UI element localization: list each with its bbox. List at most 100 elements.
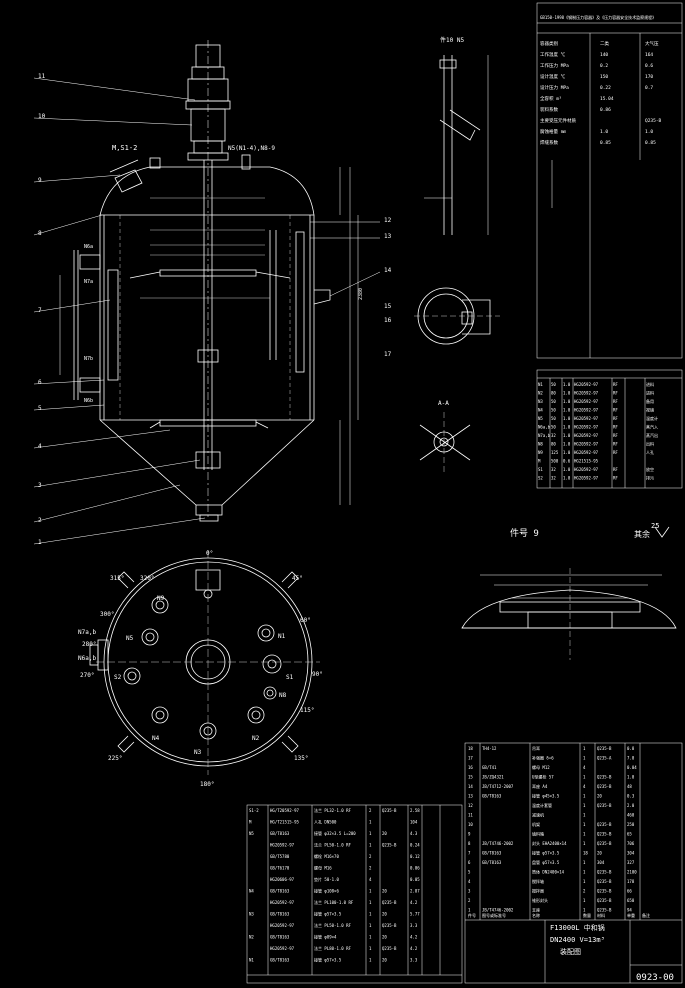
bom-left-cell: Q235-B [382,808,397,813]
bom-left-cell: GB/T6170 [270,866,290,871]
bom-right-cell: Q235-B [597,746,612,751]
bom-left-cell: 104 [410,820,418,825]
part-number-left: 6 [38,379,42,386]
plan-nozzle-label: N9 [157,595,165,602]
nozzle-table-cell: 出料 [646,441,654,447]
detail-a-a [419,412,471,475]
nozzle-table-cell: 50 [551,382,556,387]
plan-lugs [117,571,299,753]
plan-nozzle-label: N8 [279,692,287,699]
nozzle-table-cell: 50 [551,416,556,421]
bom-left-cell: N5 [249,831,254,836]
spec-cell: 170 [645,74,653,80]
bom-right-cell: 66 [627,889,632,894]
bom-right-cell: 2100 [627,870,637,875]
drawing-number: 0923-00 [636,973,674,983]
nozzle-table-cell: N7a,b [538,433,551,438]
bom-right-cell: 178 [627,879,635,884]
bom-right-cell: 12 [468,803,473,808]
nozzle-table-cell: 125 [551,450,559,455]
nozzle-table-cell: HG20592-97 [574,450,599,455]
nozzle-table-cell: HG20592-97 [574,391,599,396]
spec-cell: 二类 [600,40,609,47]
bom-right-cell: Q235-A [597,756,612,761]
plan-nozzle-label: N5 [126,635,134,642]
bom-left-cell: 1 [369,820,372,825]
nozzle-table-cell: N9 [538,450,543,455]
bom-left-cell: 20 [382,912,387,917]
spec-cell: Q235-B [645,118,662,124]
nozzle-table-cell: 1.0 [563,416,571,421]
nozzle-table-cell: RF [613,450,618,455]
nozzle-table-cell: RF [613,408,618,413]
bom-right-cell: 13 [468,794,473,799]
bom-right-cell: 304 [597,860,605,865]
spec-cell: 设计温度 ℃ [540,73,566,80]
bom-right-cell: 0.8 [627,746,635,751]
bom-right-cell: 筒体 DN2400×14 [532,869,565,875]
nozzle-table-cell: 0.6 [563,459,571,464]
bom-right-cell: 1 [583,756,586,761]
bom-right-cell: 48 [627,784,632,789]
bom-right-cell: 20 [597,794,602,799]
bom-right-cell: Q235-B [597,775,612,780]
bom-right-cell: 4 [583,784,586,789]
bom-right-cell: U型螺栓 57 [532,774,554,780]
nozzle-table-cell: 排污 [646,475,654,481]
angle-label: 45° [292,575,303,582]
part-number-left: 5 [38,405,42,412]
spec-cell: 15.04 [600,96,614,102]
spec-cell: 0.86 [600,107,611,113]
heating-coil [107,231,305,381]
bom-right-cell: 1 [583,870,586,875]
part-number-left: 8 [38,230,42,237]
bom-right-cell: JB/ZQ4321 [482,775,504,780]
bom-left-cell: HG20592-97 [270,923,295,928]
label-part9: 件号 9 [510,527,539,539]
bom-right-cell: 耳座 A4 [532,783,548,789]
nozzle-table-cell: 人孔 [646,449,654,455]
nozzle-table-cell: 1.0 [563,391,571,396]
nozzle-table-cell: 50 [551,425,556,430]
nozzle-table-cell: S2 [538,476,543,481]
bom-right-cell: 1 [583,908,586,913]
bom-left-cell: 4.2 [410,900,418,905]
spec-cell: 0.22 [600,85,611,91]
plan-nozzle-label: N2 [252,735,260,742]
bom-right-cell: 16 [468,765,473,770]
bom-right-cell: 1 [583,860,586,865]
label-view-aa: A-A [438,400,449,407]
spec-cell: 1.0 [645,129,653,135]
bom-left-cell: 接管 φ32×3.5 L=200 [314,830,356,836]
nozzle-table-cell: HG20592-97 [574,425,599,430]
plan-nozzle-label: N3 [194,749,202,756]
nozzle-table-cell: RF [613,399,618,404]
bom-column-header: 数量 [583,912,591,918]
bom-left-cell: Q235-B [382,843,397,848]
bom-right-cell: Q235-B [597,908,612,913]
spec-cell: 主要受压元件材质 [540,117,576,124]
label-part-n5: 件10 N5 [440,36,464,44]
nozzle-table-cell: HG21515-95 [574,459,599,464]
bom-right-cell: Q235-B [597,832,612,837]
part-number-right: 13 [384,233,392,240]
nozzle-table-cell: HG20592-97 [574,382,599,387]
nozzle-label: N7b [84,356,93,362]
bom-left-cell: HG20592-97 [270,843,295,848]
bom-right-cell: 65 [627,832,632,837]
bom-right-cell: 0.04 [627,765,637,770]
bom-right-cell: Q235-B [597,822,612,827]
bom-right-cell: 温度计套管 [532,802,552,808]
nozzle-table-cell: N1 [538,382,543,387]
bom-left-cell: 20 [382,889,387,894]
bom-left-cell: 1 [369,843,372,848]
bom-right-cell: 3 [468,889,471,894]
bom-left-cell: 4 [369,877,372,882]
bom-left-cell: 1 [369,912,372,917]
nozzle-table-cell: RF [613,433,618,438]
bom-left-cell: 0.24 [410,843,420,848]
bom-right-cell: 10 [468,822,473,827]
detail-part10 [424,55,489,235]
bom-left-cell: 法兰 PL100-1.0 RF [314,899,354,905]
